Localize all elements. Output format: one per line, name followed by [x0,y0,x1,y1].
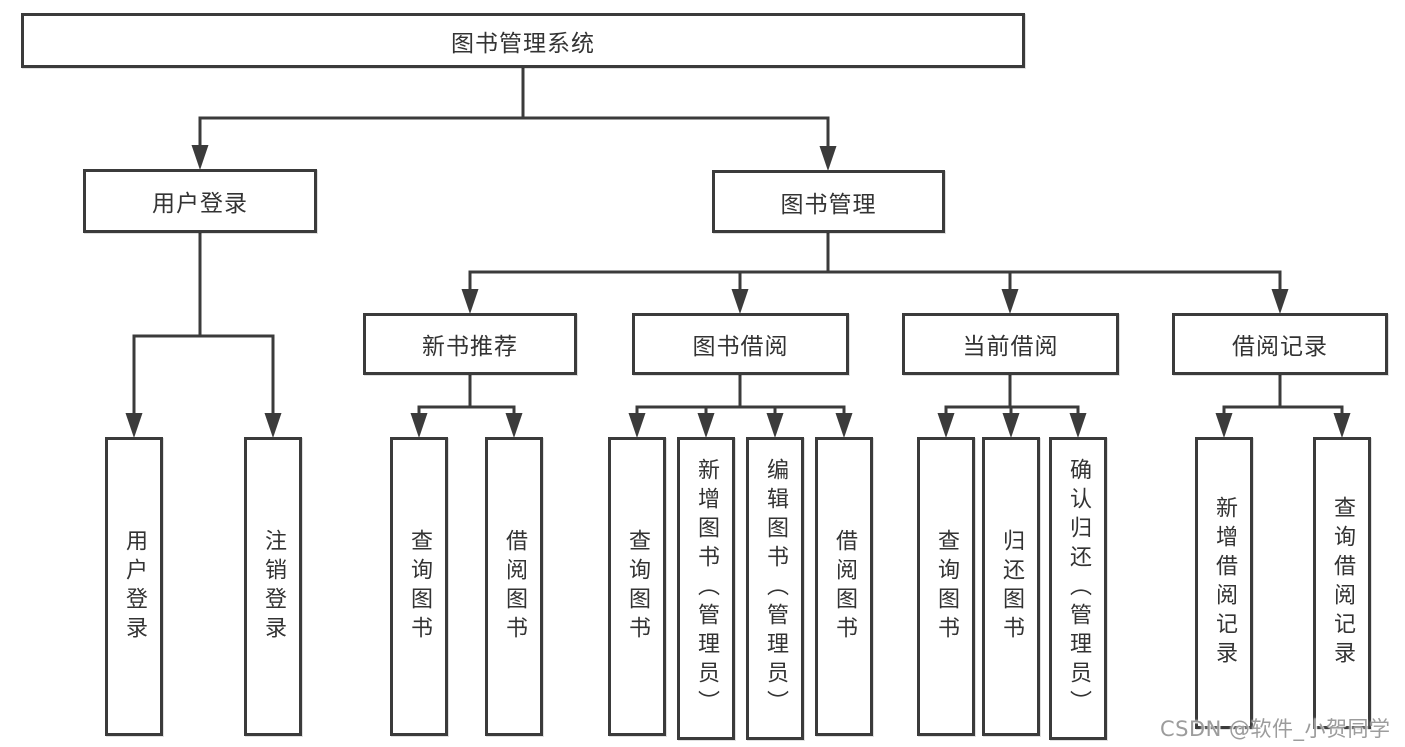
leaf-label: 新增借阅记录 [1212,496,1237,670]
node-label: 图书管理系统 [451,30,595,57]
node-label: 用户登录 [152,191,248,217]
leaf-label: 借阅图书 [502,528,527,645]
leaf-borrow-books: 借阅图书 [815,437,873,736]
watermark: CSDN @软件_小贺同学 [1160,717,1391,741]
leaf-label: 归还图书 [999,528,1024,645]
node-label: 当前借阅 [962,334,1059,360]
node-label: 图书管理 [780,191,877,218]
node-new-book-recommend: 新书推荐 [363,313,577,375]
leaf-label: 确认归还（管理员） [1066,458,1091,719]
node-label: 图书借阅 [692,334,789,360]
node-label: 新书推荐 [422,334,518,360]
leaf-label: 新增图书（管理员） [694,458,719,719]
leaf-query-books-current: 查询图书 [917,437,975,736]
leaf-edit-books-admin: 编辑图书（管理员） [746,437,804,740]
leaf-query-books-borrow: 查询图书 [608,437,666,736]
node-label: 借阅记录 [1232,334,1328,360]
leaf-label: 查询借阅记录 [1330,496,1355,670]
leaf-query-books-recommend: 查询图书 [390,437,448,736]
leaf-borrow-books-recommend: 借阅图书 [485,437,543,736]
node-book-borrowing: 图书借阅 [632,313,849,375]
leaf-add-borrow-record: 新增借阅记录 [1195,437,1253,729]
node-borrowing-records: 借阅记录 [1172,313,1388,375]
leaf-confirm-return-admin: 确认归还（管理员） [1049,437,1107,740]
node-user-login: 用户登录 [83,169,317,233]
node-book-management: 图书管理 [712,170,945,233]
leaf-label: 查询图书 [934,528,959,645]
leaf-label: 借阅图书 [832,528,857,645]
leaf-query-borrow-record: 查询借阅记录 [1313,437,1371,729]
leaf-label: 查询图书 [625,528,650,645]
leaf-user-login: 用户登录 [105,437,163,736]
leaf-label: 编辑图书（管理员） [763,458,788,719]
leaf-label: 查询图书 [407,528,432,645]
leaf-return-books: 归还图书 [982,437,1040,736]
leaf-label: 注销登录 [261,528,286,645]
leaf-logout: 注销登录 [244,437,302,736]
leaf-add-books-admin: 新增图书（管理员） [677,437,735,740]
node-library-system: 图书管理系统 [21,13,1025,68]
leaf-label: 用户登录 [122,528,147,645]
node-current-borrowing: 当前借阅 [902,313,1119,375]
